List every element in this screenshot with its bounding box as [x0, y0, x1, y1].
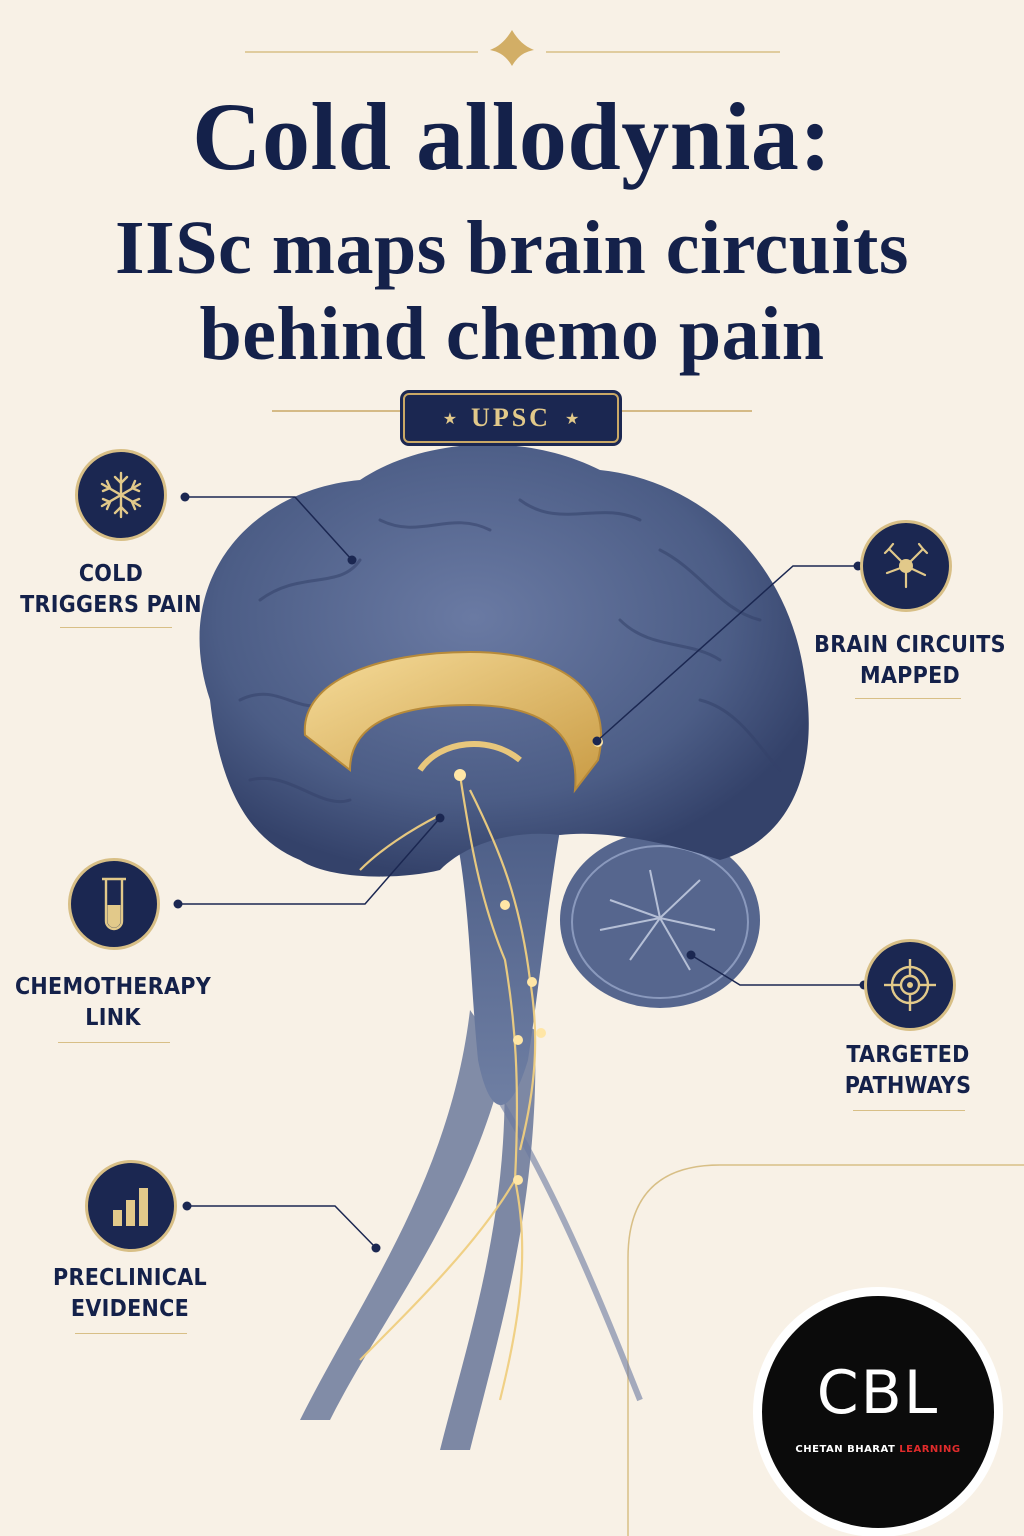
- title-line-1: Cold allodynia:: [192, 83, 832, 190]
- feature-cold-triggers-pain: COLD TRIGGERS PAIN: [0, 559, 231, 621]
- brain-illustration: [199, 444, 809, 1450]
- title-line-3: behind chemo pain: [199, 292, 825, 376]
- top-ornament: [245, 30, 780, 66]
- badge-label: UPSC: [471, 403, 551, 432]
- feature-brain-circuits-mapped: BRAIN CIRCUITS MAPPED: [790, 630, 1024, 692]
- corner-arc: [627, 1164, 1024, 1536]
- divider: [60, 627, 172, 628]
- test-tube-icon: [68, 858, 160, 950]
- feature-targeted-pathways: TARGETED PATHWAYS: [788, 1040, 1024, 1102]
- cbl-logo: CBL CHETAN BHARAT LEARNING: [762, 1296, 994, 1528]
- divider: [58, 1042, 170, 1043]
- divider: [855, 698, 961, 699]
- feature-preclinical-evidence: PRECLINICAL EVIDENCE: [10, 1263, 250, 1325]
- bar-chart-icon: [85, 1160, 177, 1252]
- feature-label-line: BRAIN CIRCUITS: [814, 632, 1006, 658]
- snowflake-icon: [75, 449, 167, 541]
- feature-label-line: TRIGGERS PAIN: [20, 592, 202, 618]
- logo-subtitle: CHETAN BHARAT LEARNING: [762, 1444, 994, 1455]
- feature-label-line: LINK: [85, 1005, 141, 1031]
- logo-mark: CBL: [816, 1358, 940, 1428]
- feature-label-line: MAPPED: [859, 663, 961, 689]
- target-icon: [864, 939, 956, 1031]
- feature-label-line: TARGETED: [846, 1042, 970, 1068]
- neuron-icon: [860, 520, 952, 612]
- feature-label-line: EVIDENCE: [70, 1296, 190, 1322]
- leader-lines: [178, 496, 864, 1249]
- feature-chemotherapy-link: CHEMOTHERAPY LINK: [0, 972, 233, 1034]
- divider: [853, 1110, 965, 1111]
- title-line-2: IISc maps brain circuits: [115, 206, 909, 290]
- logo-subtitle-red: LEARNING: [899, 1444, 961, 1455]
- star-icon: ★: [564, 408, 580, 428]
- feature-label-line: PATHWAYS: [844, 1073, 972, 1099]
- feature-label-line: PRECLINICAL: [53, 1265, 207, 1291]
- logo-subtitle-white: CHETAN BHARAT: [795, 1444, 896, 1455]
- feature-label-line: CHEMOTHERAPY: [14, 974, 212, 1000]
- upsc-badge: ★ UPSC ★: [403, 393, 619, 443]
- divider: [75, 1333, 187, 1334]
- feature-label-line: COLD: [78, 561, 144, 587]
- star-icon: ★: [442, 408, 458, 428]
